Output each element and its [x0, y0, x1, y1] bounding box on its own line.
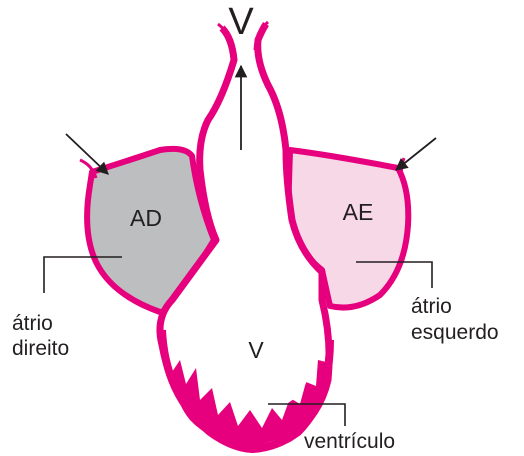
- left-atrium-label: AE: [343, 199, 374, 225]
- inflow-arrow-left-atrium: [396, 138, 436, 170]
- atrio-direito-label-line2: direito: [12, 337, 69, 360]
- vessel-label: V: [228, 1, 254, 43]
- atrio-direito-label-line1: átrio: [12, 312, 53, 335]
- right-atrium-label: AD: [130, 205, 162, 231]
- ventricle-label: V: [248, 337, 264, 363]
- inflow-arrow-right-atrium: [66, 134, 108, 174]
- atrio-esquerdo-label-line1: átrio: [411, 295, 452, 318]
- atrio-esquerdo-label-line2: esquerdo: [411, 321, 499, 344]
- ventriculo-label: ventrículo: [304, 430, 395, 453]
